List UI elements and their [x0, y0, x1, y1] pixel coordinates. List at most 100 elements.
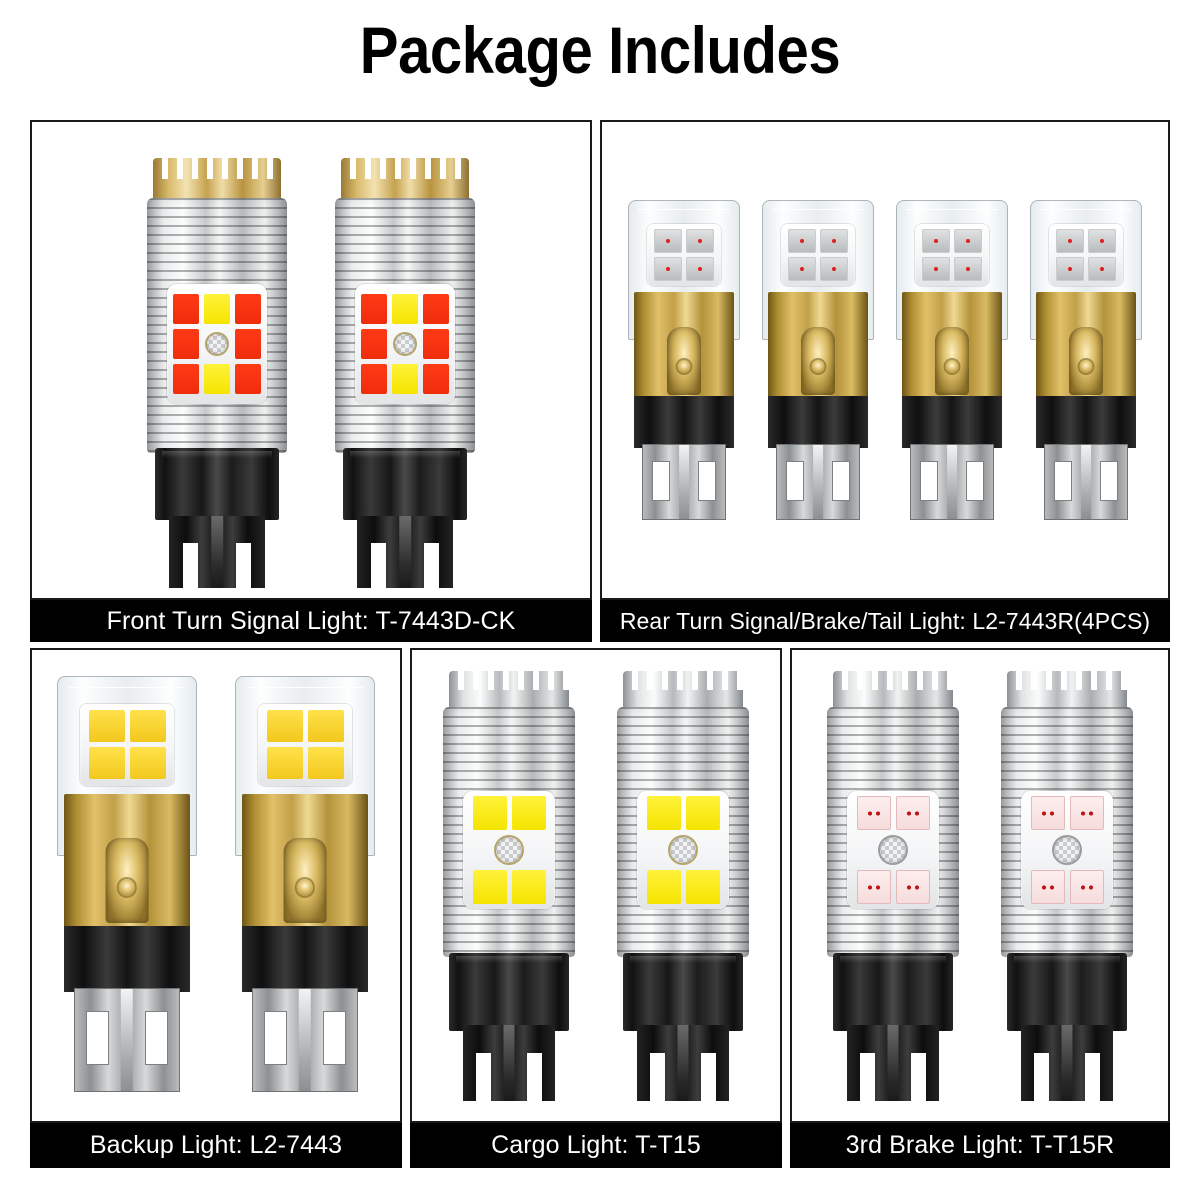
wedge-connector — [357, 516, 453, 588]
led-faceplate — [637, 790, 729, 909]
gold-crown-icon — [341, 158, 469, 204]
center-lens-icon — [1052, 834, 1082, 865]
bulb-stage-cargo-light — [412, 650, 780, 1121]
led-chip — [88, 710, 125, 742]
reflector-pin-icon — [945, 360, 959, 374]
led-chip — [204, 294, 230, 324]
caption-rear-turn-signal: Rear Turn Signal/Brake/Tail Light: L2-74… — [600, 600, 1170, 642]
led-chip — [1069, 795, 1104, 830]
silver-crown-icon — [623, 670, 743, 713]
led-chip — [1069, 869, 1104, 904]
led-chip — [392, 364, 418, 394]
center-lens-icon — [393, 332, 417, 356]
panel-front-turn-signal — [30, 120, 592, 600]
led-chip — [1088, 229, 1116, 253]
wedge-connector — [74, 987, 180, 1092]
led-chip — [204, 364, 230, 394]
caption-text: Cargo Light: T-T15 — [491, 1131, 701, 1159]
led-faceplate — [781, 224, 855, 286]
led-faceplate — [915, 224, 989, 286]
led-faceplate — [167, 284, 267, 404]
wedge-connector — [910, 444, 994, 520]
black-mid-section — [242, 925, 368, 992]
led-chip — [820, 229, 848, 253]
led-chip — [1088, 257, 1116, 281]
bulb-t-7443d-ck — [137, 158, 297, 588]
caption-cargo-light: Cargo Light: T-T15 — [410, 1123, 782, 1168]
led-chip — [472, 795, 507, 830]
black-mid-section — [634, 396, 734, 448]
led-chip — [895, 869, 930, 904]
led-chip — [173, 294, 199, 324]
wedge-connector — [1021, 1024, 1113, 1101]
led-chip — [266, 747, 303, 779]
bulb-l2-7443r — [892, 200, 1012, 520]
silver-crown-icon — [449, 670, 569, 713]
led-faceplate — [1049, 224, 1123, 286]
gold-body — [768, 292, 868, 402]
led-chip — [173, 329, 199, 359]
black-base — [155, 448, 279, 520]
caption-front-turn-signal: Front Turn Signal Light: T-7443D-CK — [30, 600, 592, 642]
led-chip — [511, 795, 546, 830]
led-faceplate — [1021, 790, 1113, 909]
led-chip — [423, 364, 449, 394]
led-chip — [685, 869, 720, 904]
led-chip — [392, 294, 418, 324]
reflector-pin-icon — [811, 360, 825, 374]
gold-body — [1036, 292, 1136, 402]
led-chip — [423, 294, 449, 324]
caption-text: Backup Light: L2-7443 — [89, 1131, 343, 1159]
led-chip — [646, 795, 681, 830]
bulb-t-t15 — [608, 670, 758, 1101]
led-chip — [173, 364, 199, 394]
led-chip — [1030, 869, 1065, 904]
led-chip — [788, 257, 816, 281]
bulb-stage-backup-light — [32, 650, 400, 1121]
gold-body — [242, 793, 368, 932]
wedge-connector — [847, 1024, 939, 1101]
led-chip — [788, 229, 816, 253]
led-faceplate — [847, 790, 939, 909]
black-mid-section — [64, 925, 190, 992]
black-base — [1007, 952, 1127, 1031]
led-chip — [922, 229, 950, 253]
black-base — [449, 952, 569, 1031]
led-faceplate — [355, 284, 455, 404]
bulb-t-t15r — [992, 670, 1142, 1101]
panel-cargo-light — [410, 648, 782, 1123]
led-chip — [266, 710, 303, 742]
wedge-connector — [1044, 444, 1128, 520]
bulb-stage-front-turn-signal — [32, 122, 590, 598]
reflector-pin-icon — [677, 360, 691, 374]
led-chip — [922, 257, 950, 281]
gold-crown-icon — [153, 158, 281, 204]
led-chip — [654, 257, 682, 281]
wedge-connector — [169, 516, 265, 588]
led-chip — [954, 257, 982, 281]
led-chip — [235, 329, 261, 359]
black-mid-section — [902, 396, 1002, 448]
reflector-pin-icon — [296, 879, 314, 896]
bulb-l2-7443 — [52, 675, 202, 1096]
led-chip — [1030, 795, 1065, 830]
led-chip — [361, 364, 387, 394]
led-chip — [685, 795, 720, 830]
silver-crown-icon — [833, 670, 953, 713]
bulb-t-t15 — [434, 670, 584, 1101]
reflector-pin-icon — [1079, 360, 1093, 374]
silver-crown-icon — [1007, 670, 1127, 713]
led-chip — [423, 329, 449, 359]
center-lens-icon — [494, 834, 524, 865]
led-chip — [686, 229, 714, 253]
bulb-l2-7443r — [624, 200, 744, 520]
led-chip — [307, 710, 344, 742]
gold-body — [902, 292, 1002, 402]
led-faceplate — [80, 703, 174, 786]
led-chip — [235, 294, 261, 324]
panel-rear-turn-signal — [600, 120, 1170, 600]
led-chip — [361, 294, 387, 324]
gold-body — [64, 793, 190, 932]
led-chip — [686, 257, 714, 281]
